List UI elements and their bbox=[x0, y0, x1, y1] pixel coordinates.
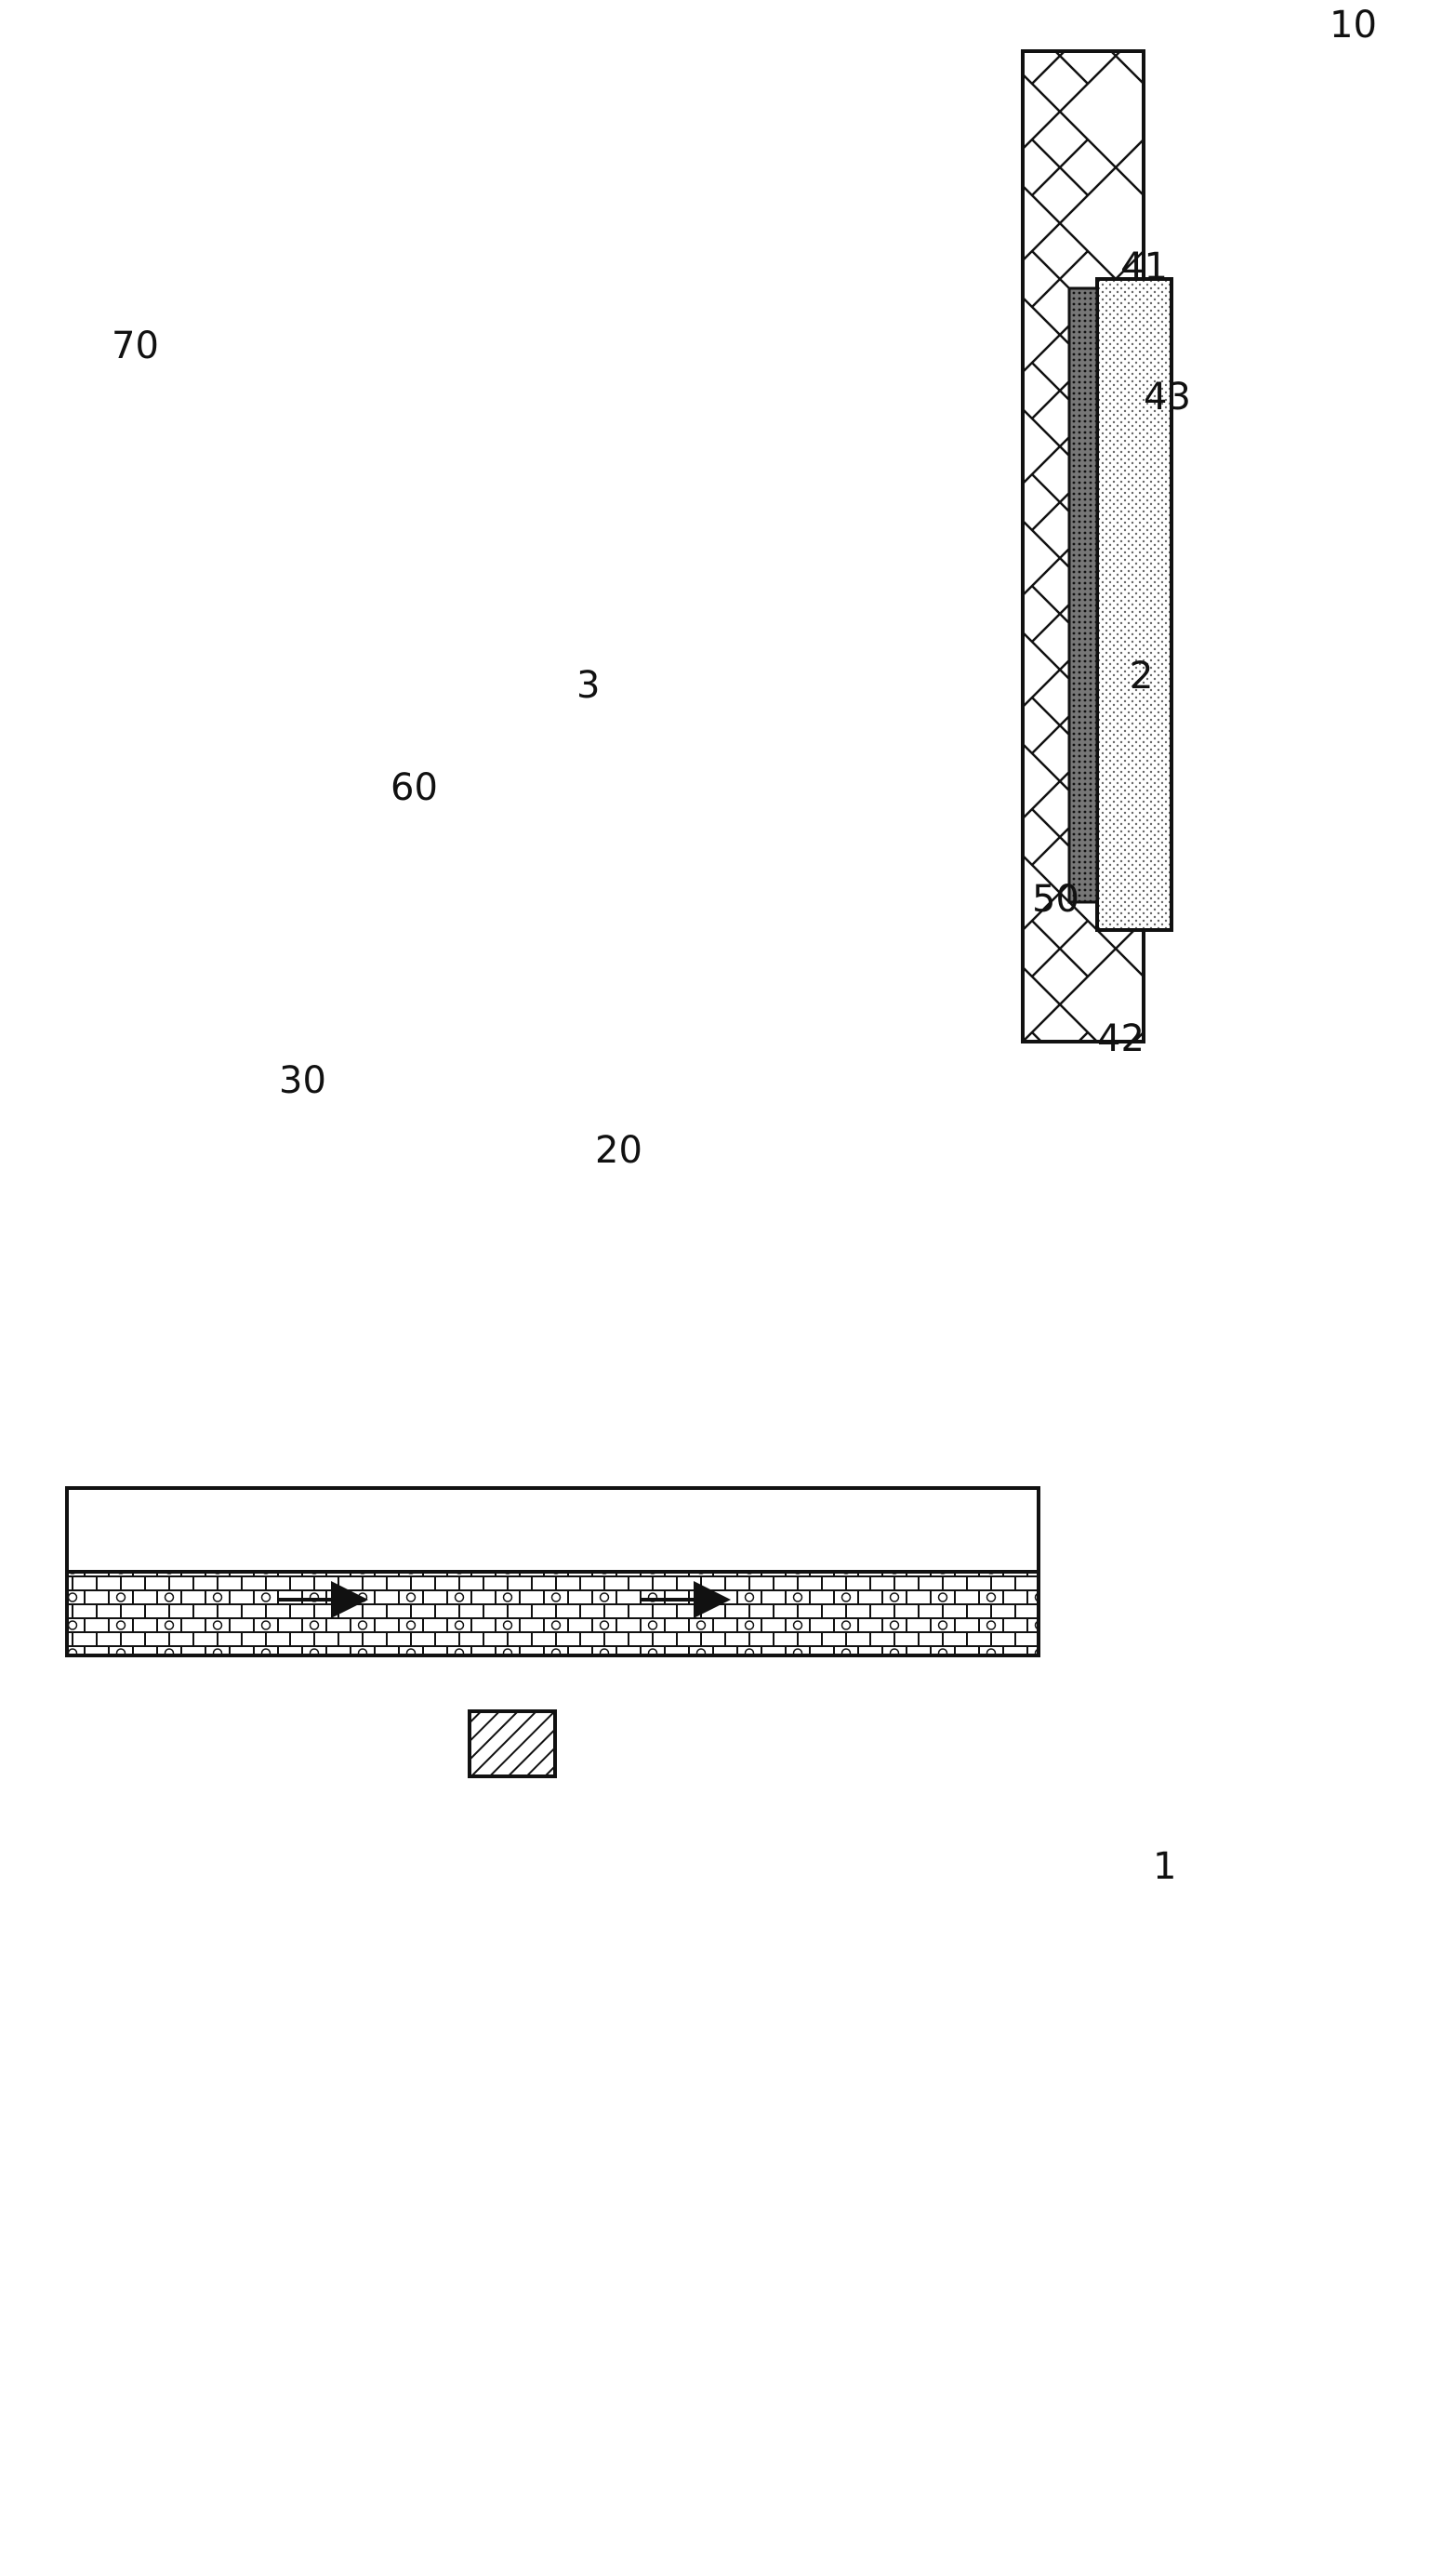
left-column bbox=[67, 1488, 1039, 1776]
substrate-10 bbox=[67, 1572, 1039, 1655]
label-passivation: 50 bbox=[1032, 878, 1079, 921]
layer-43 bbox=[1069, 288, 1097, 902]
label-gap-2: 2 bbox=[1130, 655, 1153, 698]
label-substrate: 10 bbox=[1330, 4, 1377, 47]
label-drain: 70 bbox=[112, 325, 159, 367]
label-source: 60 bbox=[390, 766, 438, 809]
label-43: 43 bbox=[1144, 376, 1191, 419]
insulator-30 bbox=[67, 1488, 1039, 1572]
label-gap-3: 3 bbox=[576, 664, 600, 707]
label-active: 41 bbox=[1120, 246, 1168, 288]
label-gate: 20 bbox=[595, 1129, 642, 1172]
label-gap-1: 1 bbox=[1153, 1845, 1176, 1888]
step-1-gate-on-substrate bbox=[67, 1488, 1039, 1776]
gate-20 bbox=[470, 1711, 555, 1776]
label-insulator: 30 bbox=[279, 1059, 326, 1102]
label-42: 42 bbox=[1097, 1017, 1145, 1060]
